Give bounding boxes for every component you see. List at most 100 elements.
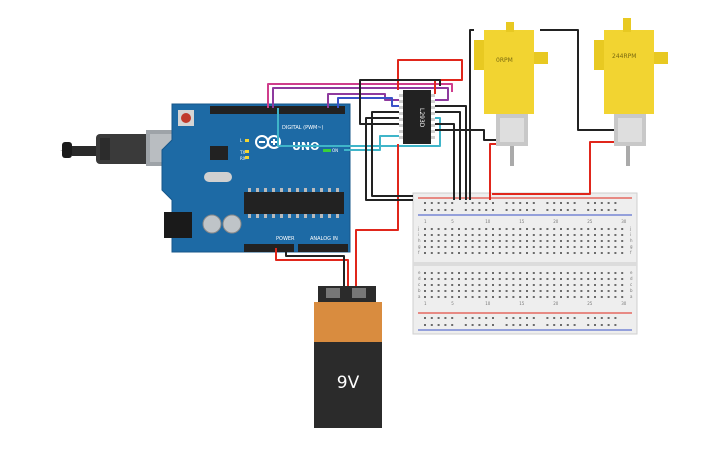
breadboard-hole[interactable]	[600, 278, 603, 280]
breadboard-hole[interactable]	[451, 209, 454, 211]
breadboard-hole[interactable]	[607, 209, 610, 211]
breadboard-hole[interactable]	[560, 209, 562, 211]
breadboard-hole[interactable]	[594, 209, 596, 211]
breadboard-hole[interactable]	[566, 278, 569, 280]
breadboard-hole[interactable]	[621, 234, 624, 236]
breadboard-hole[interactable]	[512, 240, 515, 242]
breadboard-hole[interactable]	[553, 234, 556, 236]
breadboard-hole[interactable]	[614, 252, 617, 254]
breadboard-hole[interactable]	[512, 278, 515, 280]
breadboard-hole[interactable]	[464, 290, 467, 292]
breadboard-hole[interactable]	[444, 296, 447, 298]
breadboard-hole[interactable]	[539, 290, 542, 292]
breadboard-hole[interactable]	[498, 290, 501, 292]
breadboard-hole[interactable]	[614, 272, 617, 274]
breadboard-hole[interactable]	[478, 228, 481, 230]
breadboard-hole[interactable]	[451, 296, 454, 298]
breadboard-hole[interactable]	[424, 209, 426, 211]
breadboard-hole[interactable]	[492, 272, 494, 274]
breadboard-hole[interactable]	[437, 278, 440, 280]
breadboard-hole[interactable]	[478, 317, 481, 319]
breadboard-hole[interactable]	[607, 284, 610, 286]
breadboard-hole[interactable]	[587, 284, 590, 286]
breadboard-hole[interactable]	[526, 272, 528, 274]
breadboard-hole[interactable]	[430, 284, 433, 286]
breadboard-hole[interactable]	[437, 290, 440, 292]
breadboard-hole[interactable]	[553, 278, 556, 280]
breadboard-hole[interactable]	[532, 284, 535, 286]
breadboard-hole[interactable]	[498, 246, 501, 248]
breadboard-hole[interactable]	[464, 202, 467, 204]
breadboard-hole[interactable]	[526, 209, 528, 211]
breadboard-hole[interactable]	[553, 324, 556, 326]
breadboard-hole[interactable]	[492, 209, 494, 211]
breadboard-hole[interactable]	[464, 296, 467, 298]
breadboard-hole[interactable]	[512, 290, 515, 292]
breadboard-hole[interactable]	[553, 284, 556, 286]
breadboard-hole[interactable]	[600, 296, 603, 298]
breadboard-hole[interactable]	[594, 252, 596, 254]
breadboard-hole[interactable]	[560, 234, 562, 236]
breadboard-hole[interactable]	[430, 240, 433, 242]
breadboard-hole[interactable]	[587, 272, 590, 274]
breadboard-hole[interactable]	[485, 272, 488, 274]
breadboard-hole[interactable]	[458, 296, 460, 298]
breadboard-hole[interactable]	[580, 252, 583, 254]
breadboard-hole[interactable]	[532, 202, 535, 204]
breadboard-hole[interactable]	[526, 317, 528, 319]
wire-red-vcc[interactable]	[397, 59, 463, 94]
dc-motor-1[interactable]: 0RPM	[474, 22, 548, 166]
breadboard-hole[interactable]	[600, 317, 603, 319]
breadboard-hole[interactable]	[553, 317, 556, 319]
breadboard-hole[interactable]	[566, 234, 569, 236]
breadboard-hole[interactable]	[560, 246, 562, 248]
breadboard-hole[interactable]	[492, 202, 494, 204]
breadboard-hole[interactable]	[546, 284, 549, 286]
wire-red-motor1[interactable]	[489, 143, 496, 200]
breadboard-hole[interactable]	[607, 278, 610, 280]
wire-red-battery[interactable]	[355, 144, 399, 286]
breadboard-hole[interactable]	[546, 234, 549, 236]
breadboard-hole[interactable]	[498, 234, 501, 236]
breadboard-hole[interactable]	[532, 228, 535, 230]
breadboard-hole[interactable]	[566, 284, 569, 286]
breadboard-hole[interactable]	[614, 296, 617, 298]
breadboard-hole[interactable]	[451, 234, 454, 236]
breadboard-hole[interactable]	[505, 240, 508, 242]
breadboard-hole[interactable]	[621, 290, 624, 292]
breadboard-hole[interactable]	[614, 317, 617, 319]
breadboard-hole[interactable]	[560, 228, 562, 230]
wire-cyan-1[interactable]	[277, 108, 441, 147]
breadboard-hole[interactable]	[587, 252, 590, 254]
breadboard-hole[interactable]	[485, 284, 488, 286]
breadboard-hole[interactable]	[532, 246, 535, 248]
breadboard-hole[interactable]	[566, 209, 569, 211]
breadboard-hole[interactable]	[471, 202, 474, 204]
breadboard-hole[interactable]	[430, 228, 433, 230]
breadboard-hole[interactable]	[573, 228, 576, 230]
breadboard-hole[interactable]	[600, 290, 603, 292]
breadboard-hole[interactable]	[464, 234, 467, 236]
breadboard-hole[interactable]	[458, 284, 460, 286]
breadboard-hole[interactable]	[539, 246, 542, 248]
breadboard-hole[interactable]	[526, 202, 528, 204]
breadboard-hole[interactable]	[594, 284, 596, 286]
breadboard-hole[interactable]	[451, 317, 454, 319]
breadboard-hole[interactable]	[430, 324, 433, 326]
breadboard-hole[interactable]	[485, 324, 488, 326]
breadboard-hole[interactable]	[621, 272, 624, 274]
breadboard-hole[interactable]	[566, 240, 569, 242]
breadboard-hole[interactable]	[444, 284, 447, 286]
breadboard-hole[interactable]	[519, 252, 522, 254]
breadboard-hole[interactable]	[614, 290, 617, 292]
breadboard-hole[interactable]	[478, 246, 481, 248]
breadboard-hole[interactable]	[539, 240, 542, 242]
breadboard-hole[interactable]	[471, 317, 474, 319]
breadboard-hole[interactable]	[430, 234, 433, 236]
wire-blue[interactable]	[337, 97, 399, 108]
breadboard-hole[interactable]	[464, 209, 467, 211]
breadboard-hole[interactable]	[587, 209, 590, 211]
breadboard-hole[interactable]	[505, 324, 508, 326]
breadboard-hole[interactable]	[532, 240, 535, 242]
breadboard-hole[interactable]	[600, 252, 603, 254]
